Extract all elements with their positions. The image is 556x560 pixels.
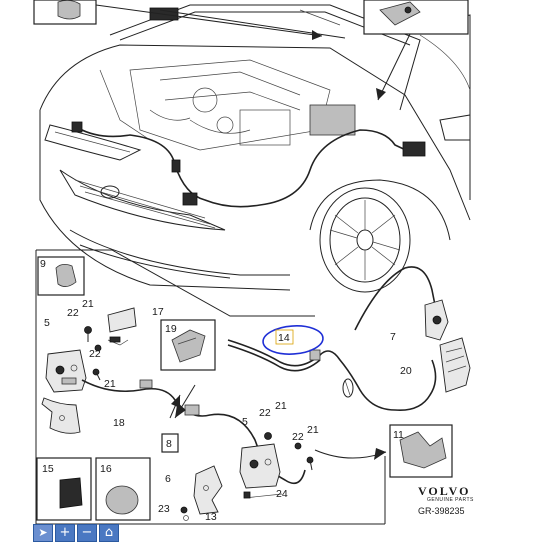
callout-21-a: 21 — [82, 298, 94, 310]
callout-24: 24 — [276, 488, 288, 500]
callout-18: 18 — [113, 417, 125, 429]
zoom-in-icon[interactable]: + — [55, 524, 75, 542]
zoom-out-icon[interactable]: − — [77, 524, 97, 542]
hood-latch-right — [239, 443, 281, 489]
callout-21-d: 21 — [307, 424, 319, 436]
callout-21-b: 21 — [104, 378, 116, 390]
callout-15: 15 — [42, 463, 54, 475]
callout-22-d: 22 — [292, 431, 304, 443]
drawing-code: GR-398235 — [418, 506, 465, 516]
zoom-toolbar: ➤ + − ⌂ — [33, 524, 119, 542]
callout-6: 6 — [165, 473, 171, 485]
callout-23: 23 — [158, 503, 170, 515]
callout-13: 13 — [205, 511, 217, 523]
callout-20: 20 — [400, 365, 412, 377]
car-illustration — [33, 0, 471, 293]
callout-labels: 9 21 22 17 5 22 21 19 14 7 20 18 8 5 22 … — [40, 258, 412, 523]
selected-callout-frame — [275, 329, 294, 345]
callout-22-a: 22 — [67, 307, 79, 319]
callout-21-c: 21 — [275, 400, 287, 412]
callout-19: 19 — [165, 323, 177, 335]
callout-22-b: 22 — [89, 348, 101, 360]
callout-17: 17 — [152, 306, 164, 318]
callout-22-c: 22 — [259, 407, 271, 419]
brand-subtitle: GENUINE PARTS — [427, 497, 474, 503]
highlight-annotation — [262, 325, 324, 355]
home-icon[interactable]: ⌂ — [99, 524, 119, 542]
brand-block: VOLVO GENUINE PARTS GR-398235 — [418, 484, 474, 516]
pointer-icon[interactable]: ➤ — [33, 524, 53, 542]
parts-panel — [35, 249, 471, 525]
brand-logo: VOLVO — [418, 484, 470, 498]
callout-14: 14 — [278, 332, 290, 344]
callout-5-b: 5 — [242, 416, 248, 428]
callout-5-a: 5 — [44, 317, 50, 329]
screws-left — [84, 326, 102, 381]
hood-latch-left — [45, 349, 87, 393]
callout-16: 16 — [100, 463, 112, 475]
callout-8: 8 — [166, 438, 172, 450]
callout-7: 7 — [390, 331, 396, 343]
callout-9: 9 — [40, 258, 46, 270]
callout-11: 11 — [393, 429, 404, 441]
